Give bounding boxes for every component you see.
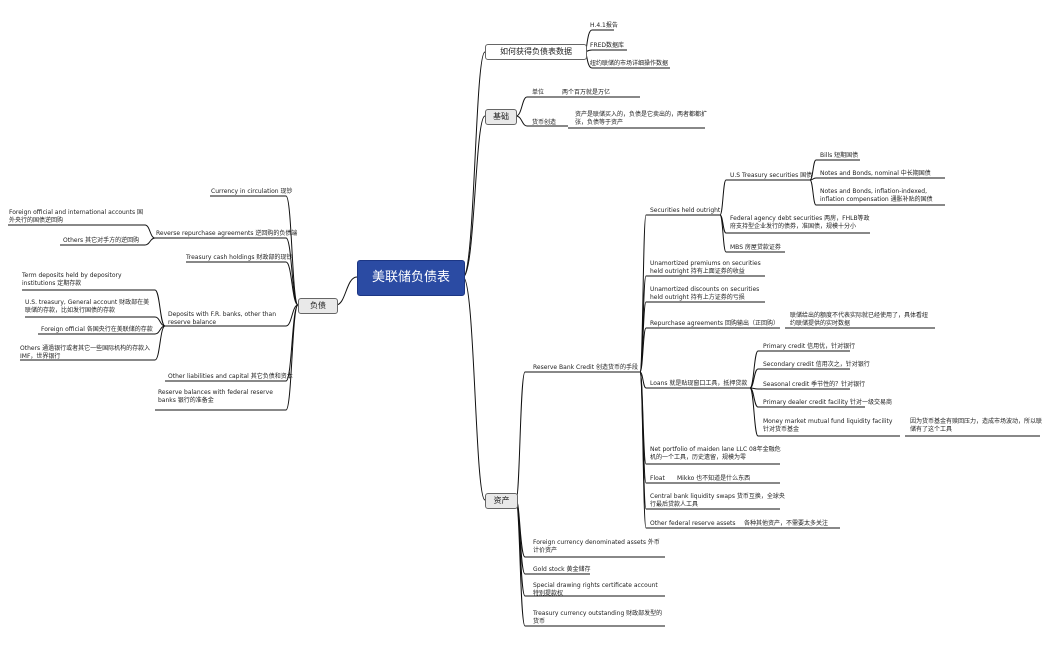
basics-unit[interactable]: 单位 bbox=[532, 89, 545, 96]
mmf-note[interactable]: 因为货币基金有赎回压力，造成市场波动，所以联储有了这个工具 bbox=[910, 418, 1043, 433]
connector-liabilities bbox=[335, 276, 358, 306]
ust-bills[interactable]: Bills 短期国债 bbox=[820, 152, 859, 159]
connector-assets bbox=[462, 276, 486, 501]
deposit-others[interactable]: Others 通過银行或者其它一些国际机构的存款入IMF，世界银行 bbox=[20, 345, 151, 360]
liability-treasury-cash[interactable]: Treasury cash holdings 财政部的现钞 bbox=[186, 254, 293, 261]
asset-other-fed[interactable]: Other federal reserve assets bbox=[650, 520, 736, 527]
asset-foreign-currency[interactable]: Foreign currency denominated assets 外币计价… bbox=[533, 539, 660, 554]
connector-basics bbox=[462, 115, 486, 278]
ust-notes-nominal[interactable]: Notes and Bonds, nominal 中长期国债 bbox=[820, 170, 931, 177]
liability-currency[interactable]: Currency in circulation 现钞 bbox=[211, 188, 293, 195]
basics-creation-value[interactable]: 资产是联储买入的，负债是它卖出的，两者都都扩张，负债等于资产 bbox=[575, 111, 708, 126]
asset-unamortized-premiums[interactable]: Unamortized premiums on securities held … bbox=[650, 260, 761, 275]
data-source-fred[interactable]: FRED数据库 bbox=[590, 42, 625, 49]
loan-primary-dealer[interactable]: Primary dealer credit facility 针对一级交易商 bbox=[763, 399, 892, 406]
asset-us-treasury[interactable]: U.S Treasury securities 国债 bbox=[730, 172, 813, 179]
asset-sdr[interactable]: Special drawing rights certificate accou… bbox=[533, 582, 658, 597]
asset-repo[interactable]: Repurchase agreements 回购输出（正回购） bbox=[650, 320, 779, 327]
asset-securities[interactable]: Securities held outright bbox=[650, 207, 721, 214]
asset-gold[interactable]: Gold stock 黄金储存 bbox=[533, 566, 591, 573]
asset-mbs[interactable]: MBS 房屋贷款证券 bbox=[730, 244, 781, 251]
liability-other[interactable]: Other liabilities and capital 其它负债和资本 bbox=[168, 373, 293, 380]
other-fed-note[interactable]: 各种其他资产，不需要太多关注 bbox=[744, 520, 829, 527]
loan-mmf-facility[interactable]: Money market mutual fund liquidity facil… bbox=[763, 418, 893, 433]
basics-unit-value[interactable]: 两个百万就是万亿 bbox=[562, 89, 611, 96]
asset-treasury-currency[interactable]: Treasury currency outstanding 财政部发型的货币 bbox=[533, 610, 663, 625]
float-note[interactable]: Mikko 也不知道是什么东西 bbox=[677, 475, 751, 482]
loan-primary-credit[interactable]: Primary credit 信用优，针对银行 bbox=[763, 343, 856, 350]
asset-float[interactable]: Float bbox=[650, 475, 665, 482]
data-source-nyfed[interactable]: 纽约联储的市场详细操作数据 bbox=[590, 60, 669, 67]
reverse-repo-others[interactable]: Others 其它对手方的逆回购 bbox=[63, 237, 140, 244]
basics-creation[interactable]: 货币创造 bbox=[532, 119, 557, 126]
loan-seasonal-credit[interactable]: Seasonal credit 季节性的？针对银行 bbox=[763, 381, 866, 388]
asset-agency-debt[interactable]: Federal agency debt securities 两房，FHLB等政… bbox=[730, 215, 870, 230]
connector-top bbox=[462, 51, 486, 278]
data-source-h41[interactable]: H.4.1报告 bbox=[590, 22, 618, 29]
asset-reserve-credit[interactable]: Reserve Bank Credit 创造货币的手段 bbox=[533, 364, 638, 371]
ust-notes-inflation[interactable]: Notes and Bonds, inflation-indexed, infl… bbox=[820, 188, 933, 203]
deposit-treasury-general[interactable]: U.S. treasury, General account 财政部在美联储的存… bbox=[25, 299, 150, 314]
liability-deposits[interactable]: Deposits with F.R. banks, other than res… bbox=[168, 311, 276, 326]
liability-reserve-balances[interactable]: Reserve balances with federal reserve ba… bbox=[158, 389, 273, 404]
deposit-foreign-official[interactable]: Foreign official 各国央行在美联储的存款 bbox=[41, 326, 153, 333]
branch-basics[interactable]: 基础 bbox=[485, 109, 517, 125]
repo-note[interactable]: 联储给出的额度不代表实际就已经使用了，具体看纽约联储提供的实时数据 bbox=[790, 312, 929, 327]
loan-secondary-credit[interactable]: Secondary credit 信用次之，针对银行 bbox=[763, 361, 870, 368]
branch-assets[interactable]: 资产 bbox=[485, 493, 518, 509]
liability-reverse-repo[interactable]: Reverse repurchase agreements 逆回购的负债端 bbox=[156, 230, 298, 237]
asset-cb-swaps[interactable]: Central bank liquidity swaps 货币互换，全球央行最后… bbox=[650, 493, 785, 508]
asset-unamortized-discounts[interactable]: Unamortized discounts on securities held… bbox=[650, 286, 760, 301]
root-node[interactable]: 美联储负债表 bbox=[357, 260, 465, 296]
reverse-repo-foreign[interactable]: Foreign official and international accou… bbox=[9, 209, 144, 224]
asset-maiden-lane[interactable]: Net portfolio of maiden lane LLC 08年金融危机… bbox=[650, 446, 781, 461]
asset-loans[interactable]: Loans 就是贴现窗口工具，抵押贷款 bbox=[650, 380, 748, 387]
branch-liabilities[interactable]: 负债 bbox=[298, 298, 338, 314]
deposit-term[interactable]: Term deposits held by depository institu… bbox=[22, 272, 122, 287]
branch-how-to-get-data[interactable]: 如何获得负债表数据 bbox=[485, 44, 587, 60]
